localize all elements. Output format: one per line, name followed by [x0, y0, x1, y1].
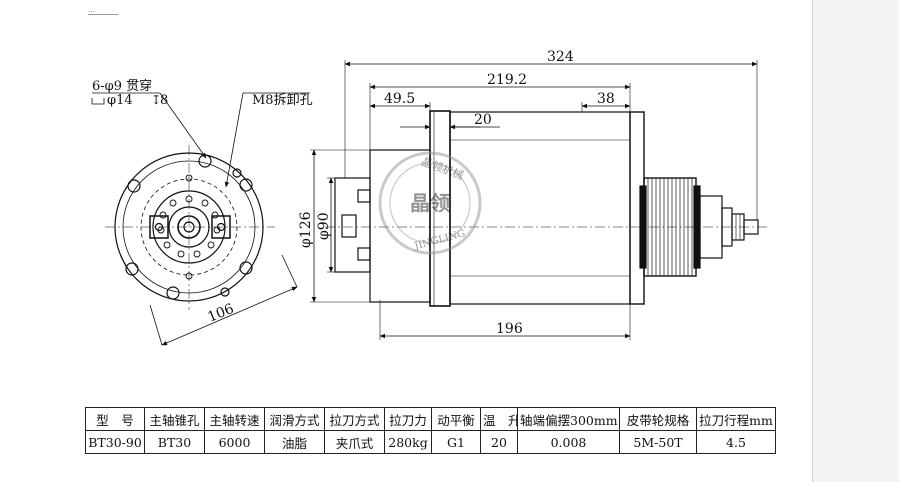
counterbore-depth-symbol: ↧ [151, 93, 161, 107]
spec-cell: 油脂 [264, 430, 325, 454]
front-section-dim: 49.5 [384, 91, 415, 107]
mount-hole [125, 262, 139, 276]
right-margin-strip [812, 0, 899, 482]
spec-cell: 0.008 [517, 430, 620, 454]
spec-cell: 夹爪式 [324, 430, 385, 454]
spec-header: 拉刀行程mm [696, 407, 776, 431]
spec-table: 型 号 主轴锥孔 主轴转速 润滑方式 拉刀方式 拉刀力 动平衡 温 升 轴端偏摆… [85, 407, 776, 454]
spec-cell: 280kg [384, 430, 432, 454]
watermark-text: 晶领 [410, 191, 450, 215]
spec-cell: 4.5 [696, 430, 776, 454]
mount-hole [127, 179, 141, 193]
spec-header: 温 升 [480, 407, 518, 431]
spec-header: 主轴转速 [204, 407, 265, 431]
spec-header: 润滑方式 [264, 407, 325, 431]
table-row: BT30-90 BT30 6000 油脂 夹爪式 280kg G1 20 0.0… [85, 430, 776, 454]
spec-header: 型 号 [85, 407, 145, 431]
spec-header: 主轴锥孔 [144, 407, 205, 431]
watermark-seal: 晶领 晶领机械 JINGLING [378, 151, 482, 255]
spec-header: 拉刀力 [384, 407, 432, 431]
corner-label: ... [88, 6, 118, 15]
body-length-dim: 219.2 [487, 72, 527, 88]
watermark-ring-en: JINGLING [412, 228, 466, 252]
spec-header: 轴端偏摆300mm [517, 407, 620, 431]
counterbore-callout: φ14 [107, 93, 133, 108]
spec-cell: BT30 [144, 430, 205, 454]
flange-width-dim: 106 [206, 301, 237, 326]
mount-hole [166, 286, 180, 300]
overall-length-dim: 324 [547, 49, 574, 65]
spec-header: 皮带轮规格 [619, 407, 697, 431]
spec-cell: 20 [480, 430, 518, 454]
front-view [105, 145, 275, 310]
spec-cell: BT30-90 [85, 430, 145, 454]
bottom-length-dim: 196 [496, 321, 523, 337]
spec-header: 拉刀方式 [324, 407, 385, 431]
technical-drawing: 6-φ9 贯穿 φ14 ↧ 8 M8拆卸孔 106 [91, 49, 770, 346]
spec-cell: 6000 [204, 430, 265, 454]
flange-thickness-dim: 20 [474, 112, 492, 128]
side-view [325, 110, 770, 307]
inner-diameter-dim: φ90 [316, 212, 332, 240]
counterbore-depth: 8 [160, 93, 168, 108]
spec-cell: G1 [431, 430, 481, 454]
removal-hole-callout: M8拆卸孔 [252, 92, 313, 108]
spec-cell: 5M-50T [619, 430, 697, 454]
spec-header-row: 型 号 主轴锥孔 主轴转速 润滑方式 拉刀方式 拉刀力 动平衡 温 升 轴端偏摆… [85, 407, 776, 431]
holes-callout: 6-φ9 贯穿 [92, 78, 152, 94]
mount-hole [239, 178, 253, 192]
watermark-ring-cn: 晶领机械 [420, 154, 466, 182]
outer-diameter-dim: φ126 [298, 211, 314, 248]
spec-header: 动平衡 [431, 407, 481, 431]
rear-section-dim: 38 [597, 91, 615, 107]
mount-hole [239, 261, 253, 275]
